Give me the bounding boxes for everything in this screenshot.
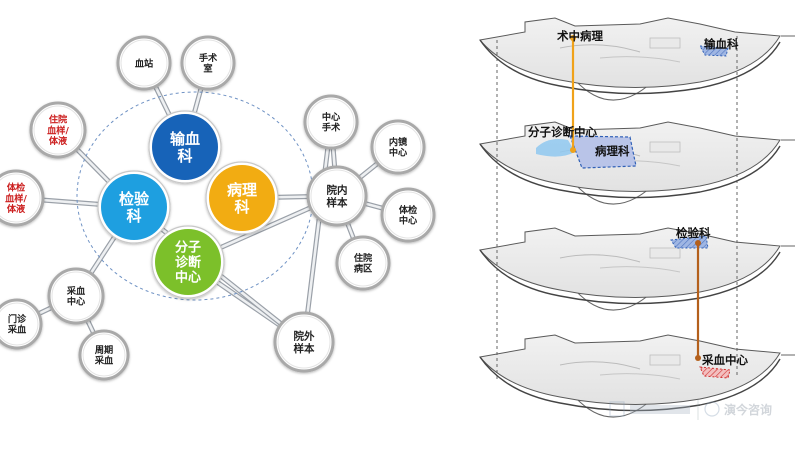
node-transfusion: 输血科 [148, 110, 222, 184]
node-text: 中心 [389, 147, 408, 159]
node-text: 住院 [49, 114, 68, 126]
node-text: 血样/ [47, 124, 69, 136]
watermark-logo-left [609, 401, 625, 417]
node-text: 诊断 [175, 255, 201, 271]
brown-endpoint-bottom [695, 355, 701, 361]
floor-1 [479, 17, 781, 101]
node-text: 周期 [95, 344, 113, 356]
node-text: 住院 [354, 252, 373, 264]
label-transfusion: 输血科 [704, 37, 739, 51]
watermark-block-left [630, 405, 690, 414]
node-text: 室 [203, 63, 212, 75]
node-text: 采血 [94, 355, 114, 367]
node-text: 中心 [399, 215, 418, 227]
node-text: 门诊 [8, 313, 27, 325]
node-text: 手术 [199, 52, 218, 64]
node-operating-room: 手术室 [180, 35, 236, 91]
collection-zone [699, 366, 731, 379]
node-text: 检验 [119, 190, 150, 208]
orange-endpoint-bottom [570, 147, 576, 153]
label-collection: 采血中心 [701, 353, 748, 367]
node-text: 输血 [170, 130, 200, 148]
satellite-nodes: 血站手术室住院血样/体液体检血样/体液采血中心门诊采血周期采血中心手术内镜中心院… [0, 35, 436, 381]
node-text: 院内 [327, 184, 348, 197]
node-text: 手术 [322, 122, 341, 134]
floor-edge-ticks [781, 35, 795, 356]
node-text: 体检 [7, 182, 26, 194]
edge-external-samples-central-surgery [301, 119, 334, 345]
brown-endpoint-top [695, 240, 701, 246]
node-blood-station: 血站 [116, 35, 172, 91]
node-pathology: 病理科 [205, 161, 279, 235]
label-pathology: 病理科 [595, 144, 630, 158]
pathology-zone [569, 135, 637, 169]
node-text: 科 [234, 198, 249, 216]
label-intraop-pathology: 术中病理 [556, 29, 603, 43]
node-text: 血站 [135, 57, 154, 69]
watermark-text: 演今咨询 [724, 402, 772, 417]
node-molecular: 分子诊断中心 [151, 225, 225, 299]
floor-4 [479, 334, 781, 418]
node-text: 科 [126, 207, 141, 225]
node-text: 样本 [327, 196, 348, 209]
node-text: 中心 [322, 111, 341, 123]
node-text: 院外 [294, 330, 315, 343]
node-text: 中心 [67, 296, 86, 308]
node-text: 科 [177, 147, 192, 165]
node-text: 采血 [66, 285, 86, 297]
node-text: 内镜 [389, 136, 408, 148]
orange-endpoint-top [570, 35, 576, 41]
transfusion-zone [699, 45, 729, 57]
label-laboratory: 检验科 [676, 226, 711, 240]
node-laboratory: 检验科 [97, 170, 171, 244]
node-blood-collection: 采血中心 [47, 267, 105, 325]
watermark: 演今咨询 [609, 400, 772, 420]
floor-3 [479, 227, 781, 311]
node-text: 样本 [294, 342, 315, 355]
node-text: 体液 [49, 135, 68, 147]
node-text: 血样/ [5, 192, 27, 204]
label-molecular: 分子诊断中心 [528, 125, 597, 139]
node-text: 体检 [399, 204, 418, 216]
node-text: 中心 [175, 270, 201, 286]
node-text: 体液 [7, 203, 26, 215]
molecular-zone [536, 139, 575, 157]
node-text: 病理 [227, 181, 257, 199]
node-text: 分子 [175, 240, 201, 256]
node-text: 采血 [7, 324, 27, 336]
node-text: 病区 [354, 263, 372, 275]
watermark-logo-right [704, 401, 720, 417]
